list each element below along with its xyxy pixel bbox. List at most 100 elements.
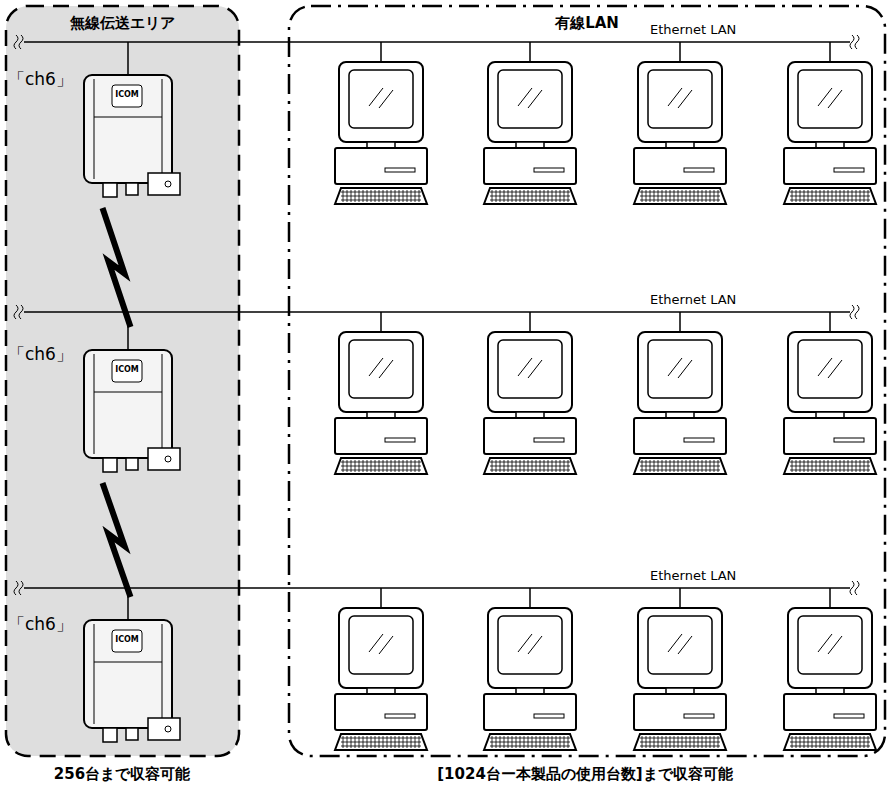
bracket-hole <box>165 726 171 732</box>
keyboard-row <box>640 470 720 471</box>
keyboard-key <box>694 190 695 202</box>
keyboard-key <box>544 736 545 748</box>
keyboard-key <box>387 460 388 472</box>
keyboard-key <box>836 190 837 202</box>
system-unit <box>484 148 576 184</box>
keyboard-key <box>516 460 517 472</box>
keyboard-key <box>391 190 392 202</box>
keyboard-key <box>552 460 553 472</box>
keyboard-key <box>504 736 505 748</box>
unit-rib <box>94 392 162 393</box>
cable-gland <box>103 728 117 742</box>
area-border <box>6 6 239 756</box>
screen <box>498 70 562 128</box>
keyboard-key <box>682 736 683 748</box>
ethernet-line <box>24 587 850 589</box>
keyboard-key <box>804 736 805 748</box>
keyboard-key <box>492 736 493 748</box>
keyboard-key <box>375 190 376 202</box>
computer-icon <box>784 588 876 750</box>
cable-gland <box>103 183 117 197</box>
keyboard-key <box>540 190 541 202</box>
keyboard-key <box>379 190 380 202</box>
keyboard-key <box>856 460 857 472</box>
drop-line <box>380 312 382 332</box>
keyboard-key <box>820 736 821 748</box>
keyboard <box>335 188 427 204</box>
keyboard-key <box>718 460 719 472</box>
drop-line <box>679 42 681 62</box>
keyboard-key <box>848 190 849 202</box>
keyboard-row <box>640 738 720 739</box>
screen-glare <box>369 358 383 376</box>
keyboard-key <box>528 736 529 748</box>
system-unit <box>634 148 726 184</box>
keyboard-key <box>646 736 647 748</box>
keyboard-key <box>351 190 352 202</box>
keyboard-key <box>702 460 703 472</box>
system-unit <box>784 418 876 454</box>
keyboard-key <box>670 736 671 748</box>
screen-glare <box>828 636 842 654</box>
keyboard-key <box>844 736 845 748</box>
keyboard-row <box>490 200 570 201</box>
keyboard-key <box>415 190 416 202</box>
keyboard-key <box>347 190 348 202</box>
keyboard-key <box>415 736 416 748</box>
keyboard-key <box>512 190 513 202</box>
keyboard-key <box>552 736 553 748</box>
screen-glare <box>518 634 532 652</box>
keyboard-key <box>371 736 372 748</box>
keyboard-key <box>694 460 695 472</box>
keyboard-key <box>840 460 841 472</box>
system-unit <box>634 694 726 730</box>
drop-line <box>380 588 382 608</box>
drop-line <box>529 312 531 332</box>
keyboard-key <box>690 190 691 202</box>
keyboard-key <box>540 460 541 472</box>
keyboard-key <box>654 190 655 202</box>
keyboard-key <box>804 460 805 472</box>
keyboard <box>484 188 576 204</box>
screen <box>648 340 712 398</box>
keyboard-key <box>698 460 699 472</box>
unit-rib <box>162 79 163 179</box>
keyboard-key <box>642 460 643 472</box>
keyboard-key <box>820 190 821 202</box>
keyboard-key <box>556 190 557 202</box>
keyboard-key <box>496 736 497 748</box>
keyboard-key <box>642 736 643 748</box>
keyboard-row <box>341 466 421 467</box>
line-break-mark <box>14 305 18 319</box>
keyboard-key <box>852 736 853 748</box>
keyboard-key <box>363 460 364 472</box>
keyboard-key <box>504 190 505 202</box>
keyboard-key <box>710 460 711 472</box>
keyboard-key <box>520 460 521 472</box>
keyboard <box>335 734 427 750</box>
keyboard-key <box>658 736 659 748</box>
area-border <box>289 6 885 756</box>
drive-slot <box>834 438 864 442</box>
keyboard-key <box>407 736 408 748</box>
system-unit <box>634 418 726 454</box>
keyboard-key <box>379 736 380 748</box>
keyboard-key <box>824 736 825 748</box>
computer-icon <box>484 42 576 204</box>
keyboard-key <box>528 460 529 472</box>
keyboard-key <box>355 460 356 472</box>
keyboard-key <box>391 736 392 748</box>
keyboard-row <box>790 200 870 201</box>
mount-bracket <box>148 448 180 470</box>
keyboard-key <box>355 736 356 748</box>
mount-bracket <box>148 173 180 195</box>
line-break-mark <box>19 581 23 595</box>
drop-line <box>679 312 681 332</box>
monitor <box>638 608 722 688</box>
network-label: Ethernet LAN <box>650 292 780 308</box>
keyboard-key <box>367 460 368 472</box>
screen <box>349 340 413 398</box>
drop-line <box>829 588 831 608</box>
keyboard-key <box>407 460 408 472</box>
monitor <box>488 62 572 142</box>
